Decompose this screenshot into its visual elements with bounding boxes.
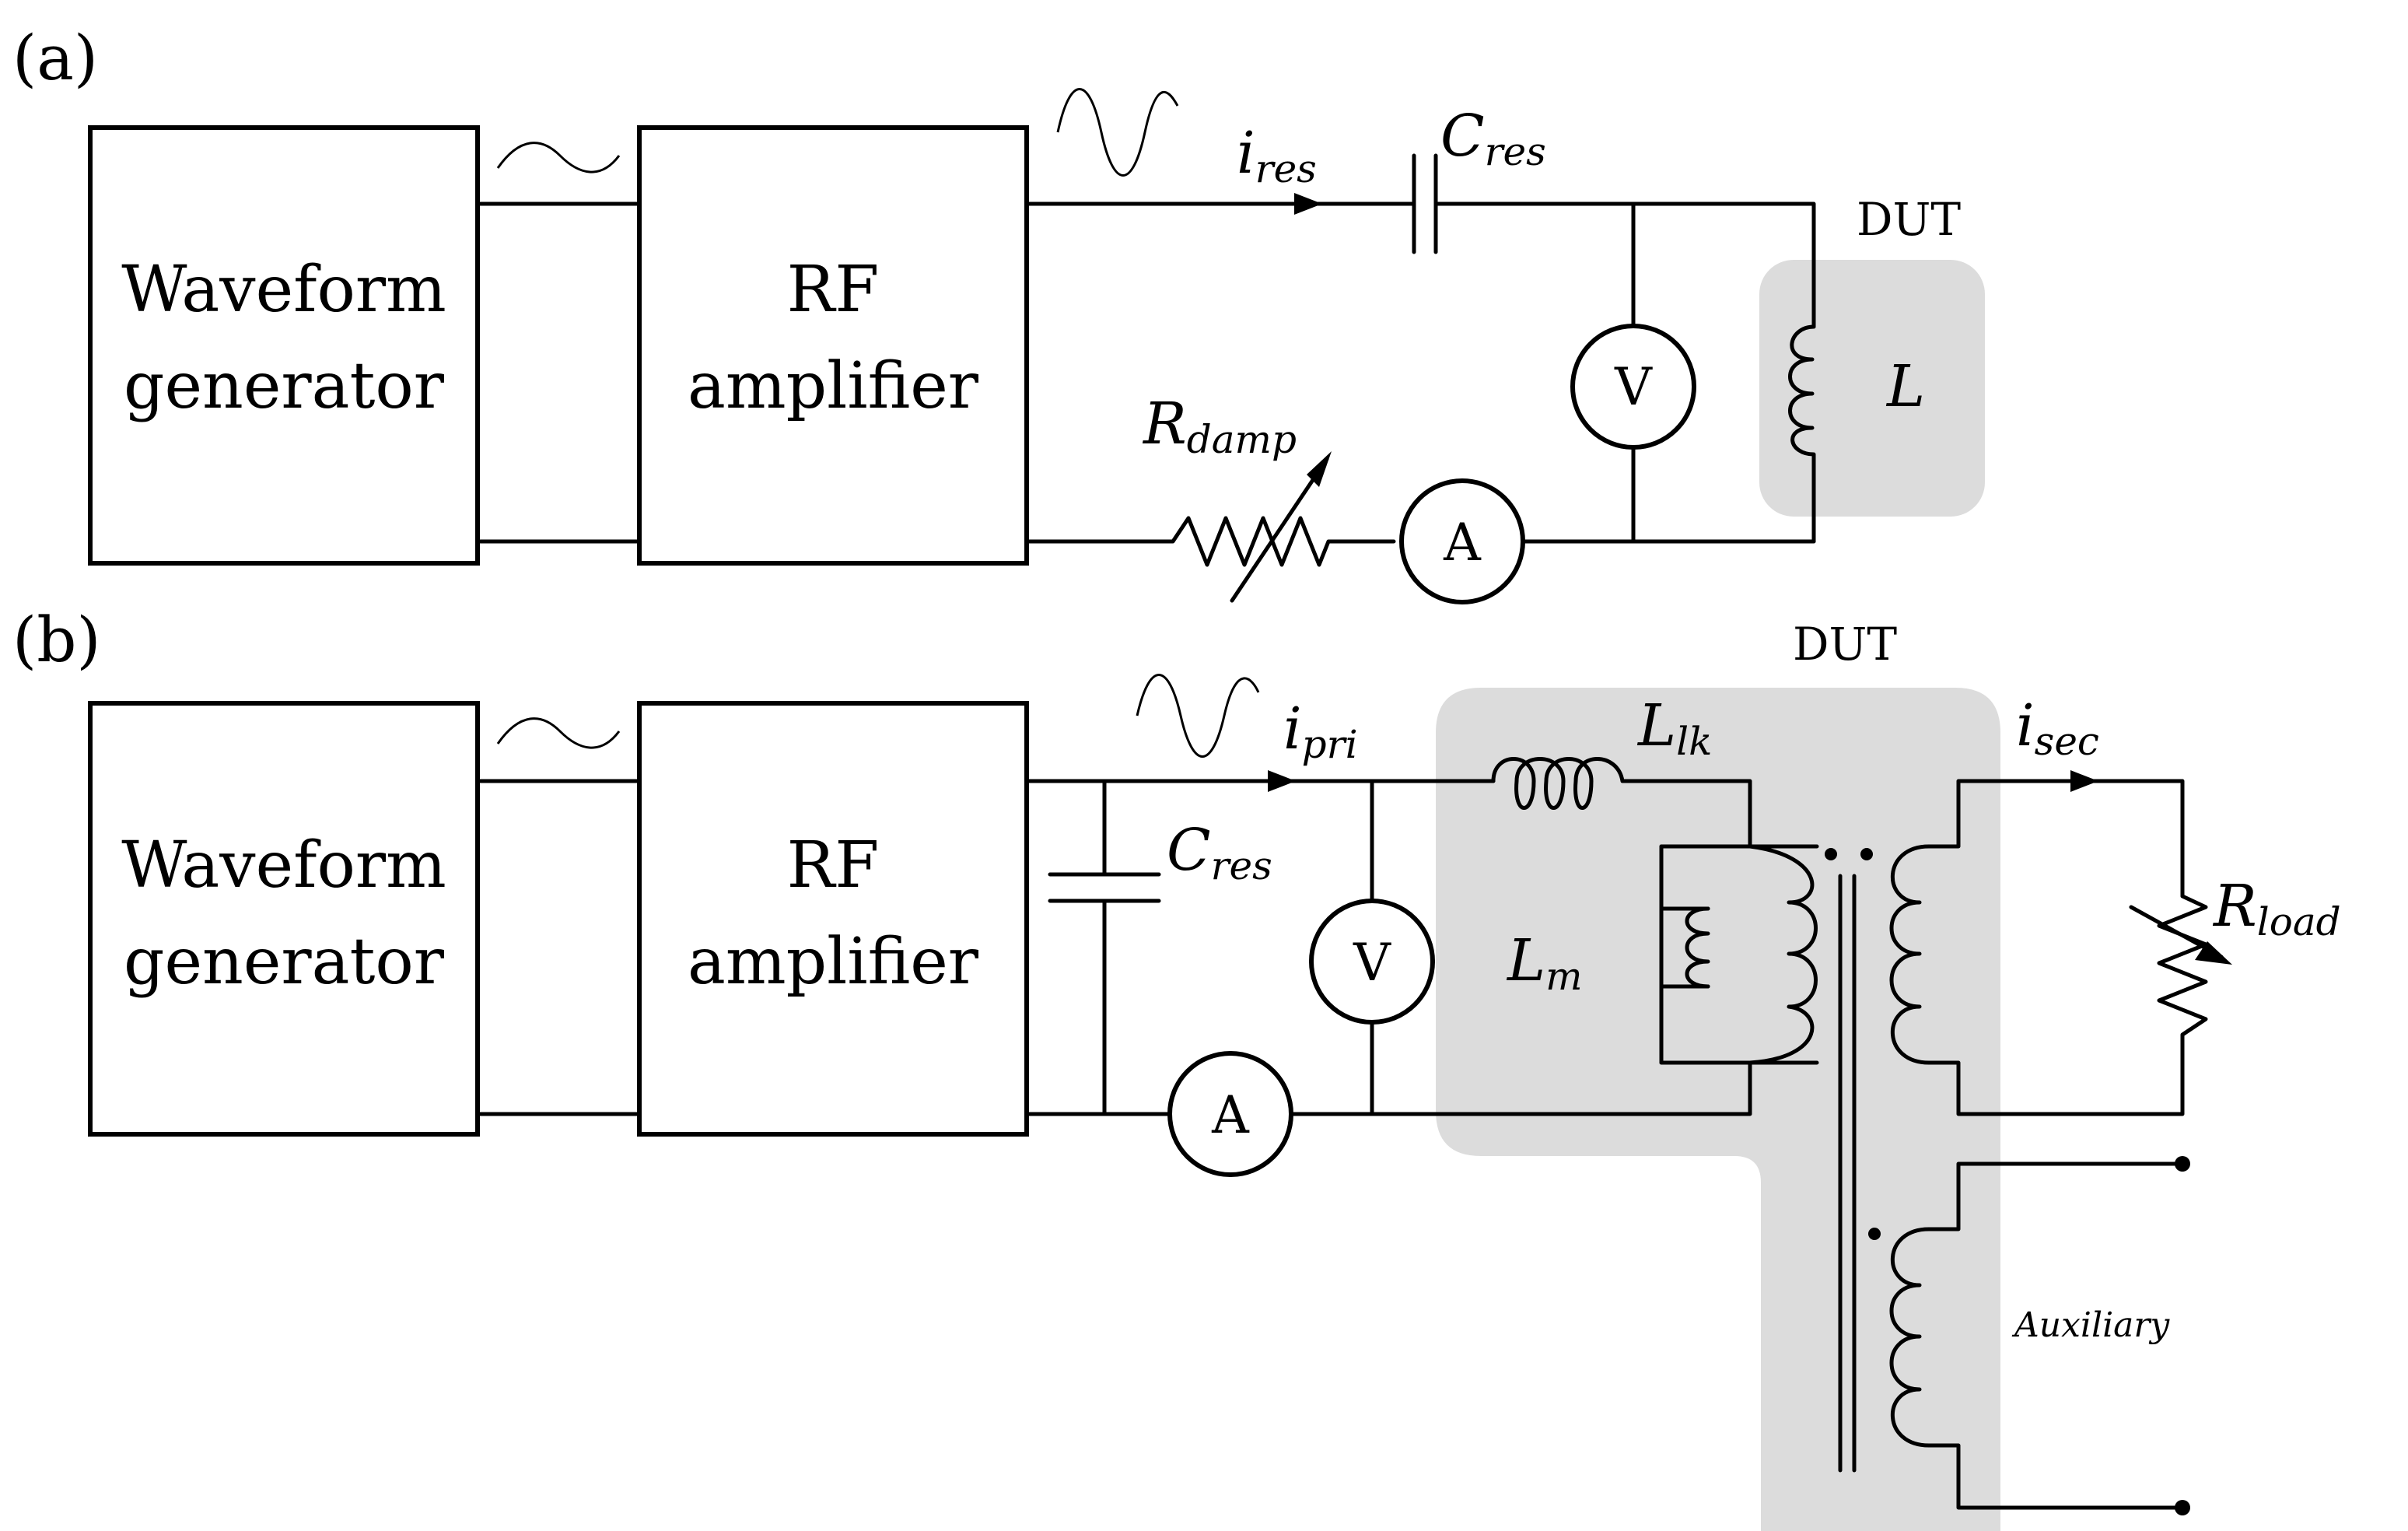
capacitor-plates-a [1412,153,1438,254]
wires-gen-amp-a [475,201,642,544]
damping-resistor-a [1024,516,1396,567]
rf-amplifier-a: RF amplifier [637,125,1029,566]
ammeter-b-label: A [1211,1085,1250,1145]
primary-winding [1748,844,1818,1065]
leakage-inductor [1491,757,1752,849]
auxiliary-dot [1868,1228,1881,1240]
waveform-generator-b-line1: Waveform [121,829,446,902]
transformer-core [1838,874,1857,1473]
bottom-wire-b-right [1289,1060,1752,1116]
capacitor-res-label-b: Cres [1167,817,1272,888]
waveform-generator-b: Waveform generator [88,701,480,1137]
top-wire-a-right [1433,201,1816,329]
current-arrow-sec [2070,770,2098,792]
variable-arrow-head-b [2195,941,2232,965]
voltmeter-b [1309,899,1435,1025]
small-sine-icon-a [496,142,621,173]
primary-rails [1659,844,1819,1065]
voltmeter-a-label: V [1614,357,1653,417]
magnetizing-inductor [1685,906,1710,989]
auxiliary-label: Auxiliary [2011,1305,2170,1345]
primary-dot [1825,848,1837,860]
auxiliary-terminal-bottom [2175,1500,2190,1515]
large-sine-icon-a [1056,88,1179,177]
panel-a-label: (a) [12,22,98,94]
small-sine-icon-b [496,717,621,749]
panel-b-label: (b) [12,604,101,676]
load-resistor-label: Rload [2212,873,2341,944]
current-arrow-a [1294,193,1322,215]
capacitor-plates-b [1048,872,1161,903]
dut-region-b [1436,688,2000,1531]
auxiliary-winding [1889,1161,2185,1510]
waveform-generator-a-line2: generator [124,349,445,423]
voltmeter-b-label: V [1353,933,1391,993]
variable-resistor-arrow-a [1230,457,1329,603]
large-sine-icon-b [1136,674,1260,758]
rf-amplifier-b-line2: amplifier [688,925,979,999]
dut-label-a: DUT [1857,193,1961,246]
secondary-dot [1860,848,1873,860]
dut-label-b: DUT [1793,618,1897,671]
variable-arrow-head-a [1307,451,1332,487]
resistor-damp-label: Rdamp [1142,391,1297,462]
inductor-a [1788,324,1816,544]
waveform-generator-b-line2: generator [124,925,445,999]
wires-gen-amp-b [475,779,642,1116]
ammeter-a-label: A [1443,513,1482,573]
waveform-generator-a-line1: Waveform [121,253,446,327]
rf-amplifier-a-line2: amplifier [688,349,979,423]
capacitor-res-label-a: Cres [1440,103,1546,174]
inductor-l-label: L [1885,353,1925,420]
auxiliary-terminal-top [2175,1156,2190,1172]
current-pri-label: ipri [1283,695,1358,767]
waveform-generator-a: Waveform generator [88,125,480,566]
current-res-label: ires [1237,120,1317,191]
rf-amplifier-b-line1: RF [787,829,880,902]
current-arrow-pri [1268,770,1296,792]
magnetizing-inductor-label: Lm [1506,927,1583,999]
current-sec-label: isec [2016,692,2099,764]
secondary-circuit [1889,779,2208,1116]
leakage-inductor-label: Llk [1636,692,1712,764]
voltmeter-a [1570,324,1696,450]
rf-amplifier-a-line1: RF [787,253,880,327]
rf-amplifier-b: RF amplifier [637,701,1029,1137]
lm-taps [1659,906,1710,989]
